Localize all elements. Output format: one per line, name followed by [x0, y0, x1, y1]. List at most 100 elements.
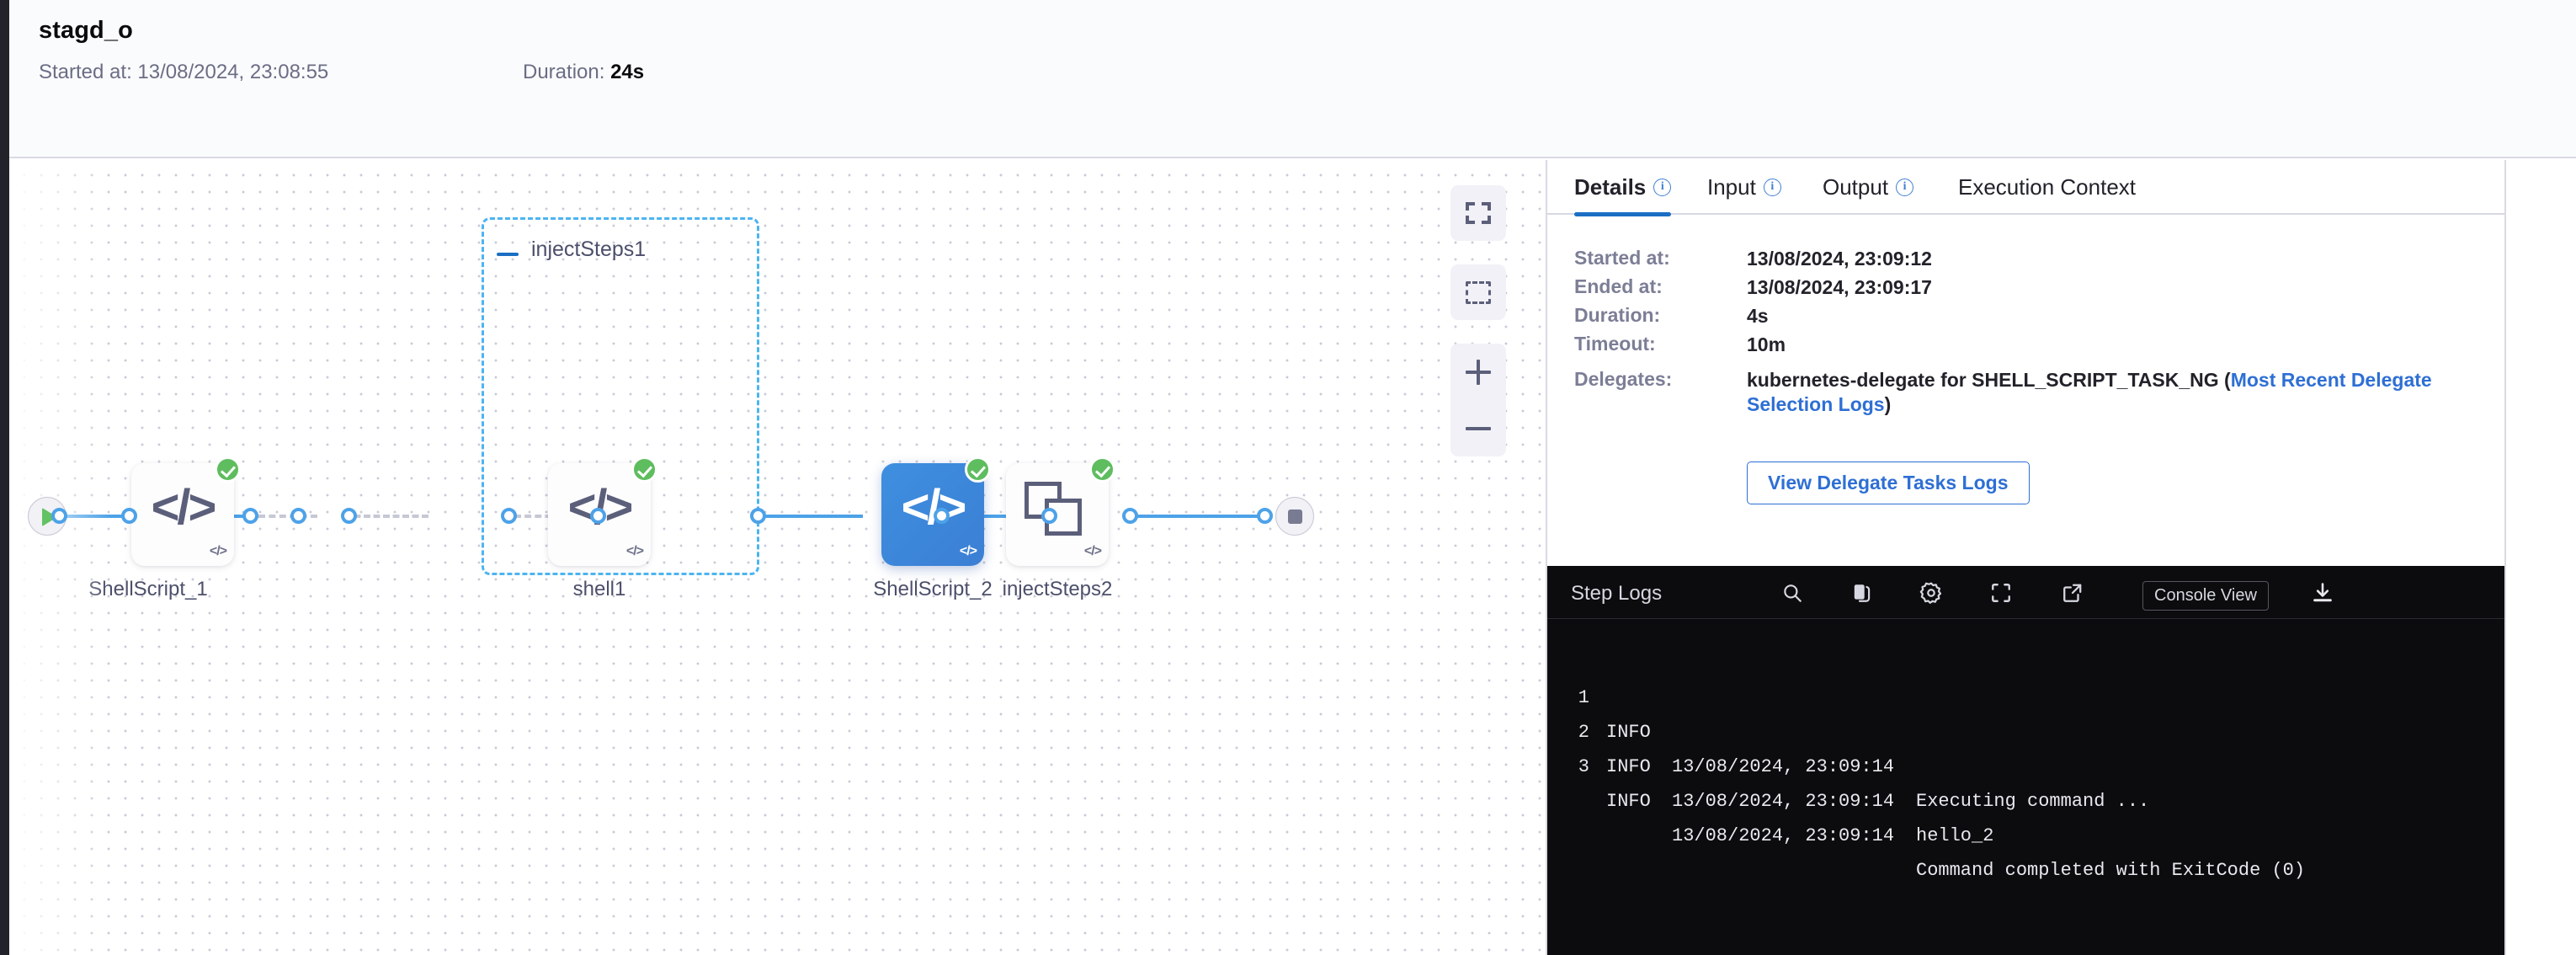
duration-label: Duration: [523, 61, 605, 83]
edge-injectsteps2-to-end [1129, 515, 1264, 518]
selection-box-button[interactable] [1450, 264, 1506, 320]
info-icon[interactable]: i [1653, 179, 1672, 196]
detail-key: Delegates: [1574, 368, 1673, 390]
zoom-in-button[interactable] [1450, 344, 1506, 400]
step-group-injectsteps1[interactable] [482, 217, 759, 575]
pipeline-end-node[interactable] [1275, 497, 1314, 536]
port-group-out[interactable] [590, 508, 606, 524]
fit-screen-icon [1466, 202, 1491, 224]
edge-group-to-shellscript2 [757, 515, 863, 518]
duration-summary: Duration: 24s [523, 61, 644, 84]
started-at-value: 13/08/2024, 23:08:55 [137, 61, 329, 83]
port-end-in[interactable] [1257, 508, 1273, 524]
success-check-icon [1089, 456, 1115, 483]
detail-value: kubernetes-delegate for SHELL_SCRIPT_TAS… [1747, 368, 2471, 418]
delegate-selection-logs-link[interactable]: Most Recent Delegate Selection Logs [1747, 369, 2432, 416]
step-logs-title: Step Logs [1571, 582, 1663, 605]
success-check-icon [965, 456, 991, 483]
node-injectsteps-2[interactable]: </> [1006, 456, 1115, 566]
port-injectsteps2-in[interactable] [1041, 508, 1057, 524]
tab-execution-context-label: Execution Context [1958, 174, 2137, 200]
step-group-label: injectSteps1 [531, 237, 647, 261]
step-logs-header: Step Logs [1547, 566, 2506, 619]
left-nav-rail [0, 0, 9, 955]
execution-header: stagd_o Started at: 13/08/2024, 23:08:55… [9, 0, 2576, 158]
port-group-in[interactable] [290, 508, 306, 524]
minus-icon [1466, 416, 1491, 441]
fit-to-screen-button[interactable] [1450, 185, 1506, 241]
active-tab-underline [1574, 212, 1672, 216]
detail-value: 10m [1747, 333, 1786, 355]
gear-icon[interactable] [1918, 579, 1945, 606]
edge-group-to-shell1 [344, 515, 428, 518]
duration-value: 24s [610, 61, 645, 83]
node-label-injectsteps-2: injectSteps2 [1002, 578, 1113, 600]
log-line: 3 INFO 13/08/2024, 23:09:14 Command comp… [1547, 715, 2506, 881]
port-start-out[interactable] [51, 508, 67, 524]
step-logs-console: Step Logs [1547, 566, 2506, 955]
details-content: Started at: 13/08/2024, 23:09:12 Ended a… [1547, 215, 2506, 566]
details-tab-bar: Details i Input i Output i Execution Con… [1547, 160, 2506, 216]
log-line-number: 1 [1578, 687, 1589, 708]
port-shell1-out[interactable] [501, 508, 517, 524]
edge-shellscript2-to-injectsteps2 [940, 515, 1050, 518]
started-at-summary: Started at: 13/08/2024, 23:08:55 [39, 61, 328, 84]
external-link-icon[interactable] [2059, 579, 2086, 606]
detail-value: 4s [1747, 305, 1769, 327]
success-check-icon [215, 456, 241, 483]
code-icon: </> [151, 479, 217, 535]
code-icon: </> [567, 479, 634, 535]
port-shellscript1-out[interactable] [242, 508, 258, 524]
node-shellscript-1[interactable]: </> </> [131, 456, 241, 566]
view-delegate-tasks-logs-button[interactable]: View Delegate Tasks Logs [1747, 461, 2030, 504]
right-gutter [2504, 160, 2576, 955]
node-shellscript-2[interactable]: </> </> [881, 456, 991, 566]
shell-script-type-icon: </> [625, 544, 644, 558]
info-icon[interactable]: i [1763, 179, 1781, 196]
port-shellscript1-in[interactable] [121, 508, 137, 524]
tab-output[interactable]: Output i [1823, 160, 1914, 215]
log-message: hello_2 [1916, 825, 1994, 846]
port-shellscript2-out[interactable] [934, 508, 950, 524]
tab-execution-context[interactable]: Execution Context [1958, 160, 2136, 215]
port-shell1-in[interactable] [341, 508, 357, 524]
detail-value: 13/08/2024, 23:09:12 [1747, 248, 1932, 269]
shell-script-type-icon: </> [209, 544, 227, 558]
tab-details[interactable]: Details i [1574, 160, 1672, 216]
log-line: 2 INFO 13/08/2024, 23:09:14 hello_2 [1547, 680, 2506, 846]
detail-value: 13/08/2024, 23:09:17 [1747, 276, 1932, 298]
edge-into-group [258, 515, 317, 518]
minus-icon[interactable] [497, 253, 519, 256]
delegate-text: kubernetes-delegate for SHELL_SCRIPT_TAS… [1747, 369, 2231, 391]
node-label-shellscript-2: ShellScript_2 [873, 578, 993, 600]
log-line: 1 INFO 13/08/2024, 23:09:14 Executing co… [1547, 646, 2506, 812]
download-icon[interactable] [2309, 579, 2336, 606]
stop-icon [1288, 510, 1302, 524]
tab-input[interactable]: Input i [1707, 160, 1781, 215]
step-group-icon [1025, 482, 1087, 537]
zoom-out-button[interactable] [1450, 400, 1506, 456]
shell-script-type-icon: </> [1083, 544, 1102, 558]
detail-key: Timeout: [1574, 333, 1656, 355]
delegate-text-close: ) [1884, 393, 1892, 416]
log-message: Executing command ... [1916, 791, 2150, 812]
log-message: Command completed with ExitCode (0) [1916, 860, 2306, 881]
log-line-number: 3 [1578, 756, 1589, 777]
node-label-shellscript-1: ShellScript_1 [88, 578, 208, 600]
log-level: INFO [1606, 722, 1651, 743]
log-lines-container[interactable]: 1 INFO 13/08/2024, 23:09:14 Executing co… [1547, 646, 2506, 881]
node-label-shell1: shell1 [572, 578, 626, 600]
code-icon: </> [901, 479, 967, 535]
console-view-toggle[interactable]: Console View [2142, 581, 2269, 611]
port-injectsteps2-out[interactable] [1122, 508, 1138, 524]
zoom-controls[interactable] [1450, 344, 1506, 456]
info-icon[interactable]: i [1896, 179, 1914, 196]
fullscreen-icon[interactable] [1988, 579, 2014, 606]
search-icon[interactable] [1779, 579, 1806, 606]
shell-script-type-icon: </> [959, 544, 977, 558]
pipeline-graph-canvas[interactable]: injectSteps1 </> </> ShellScript_1 </> <… [9, 160, 1546, 955]
copy-icon[interactable] [1849, 579, 1876, 606]
port-shellscript2-in[interactable] [750, 508, 766, 524]
tab-input-label: Input [1707, 174, 1756, 200]
success-check-icon [631, 456, 657, 483]
